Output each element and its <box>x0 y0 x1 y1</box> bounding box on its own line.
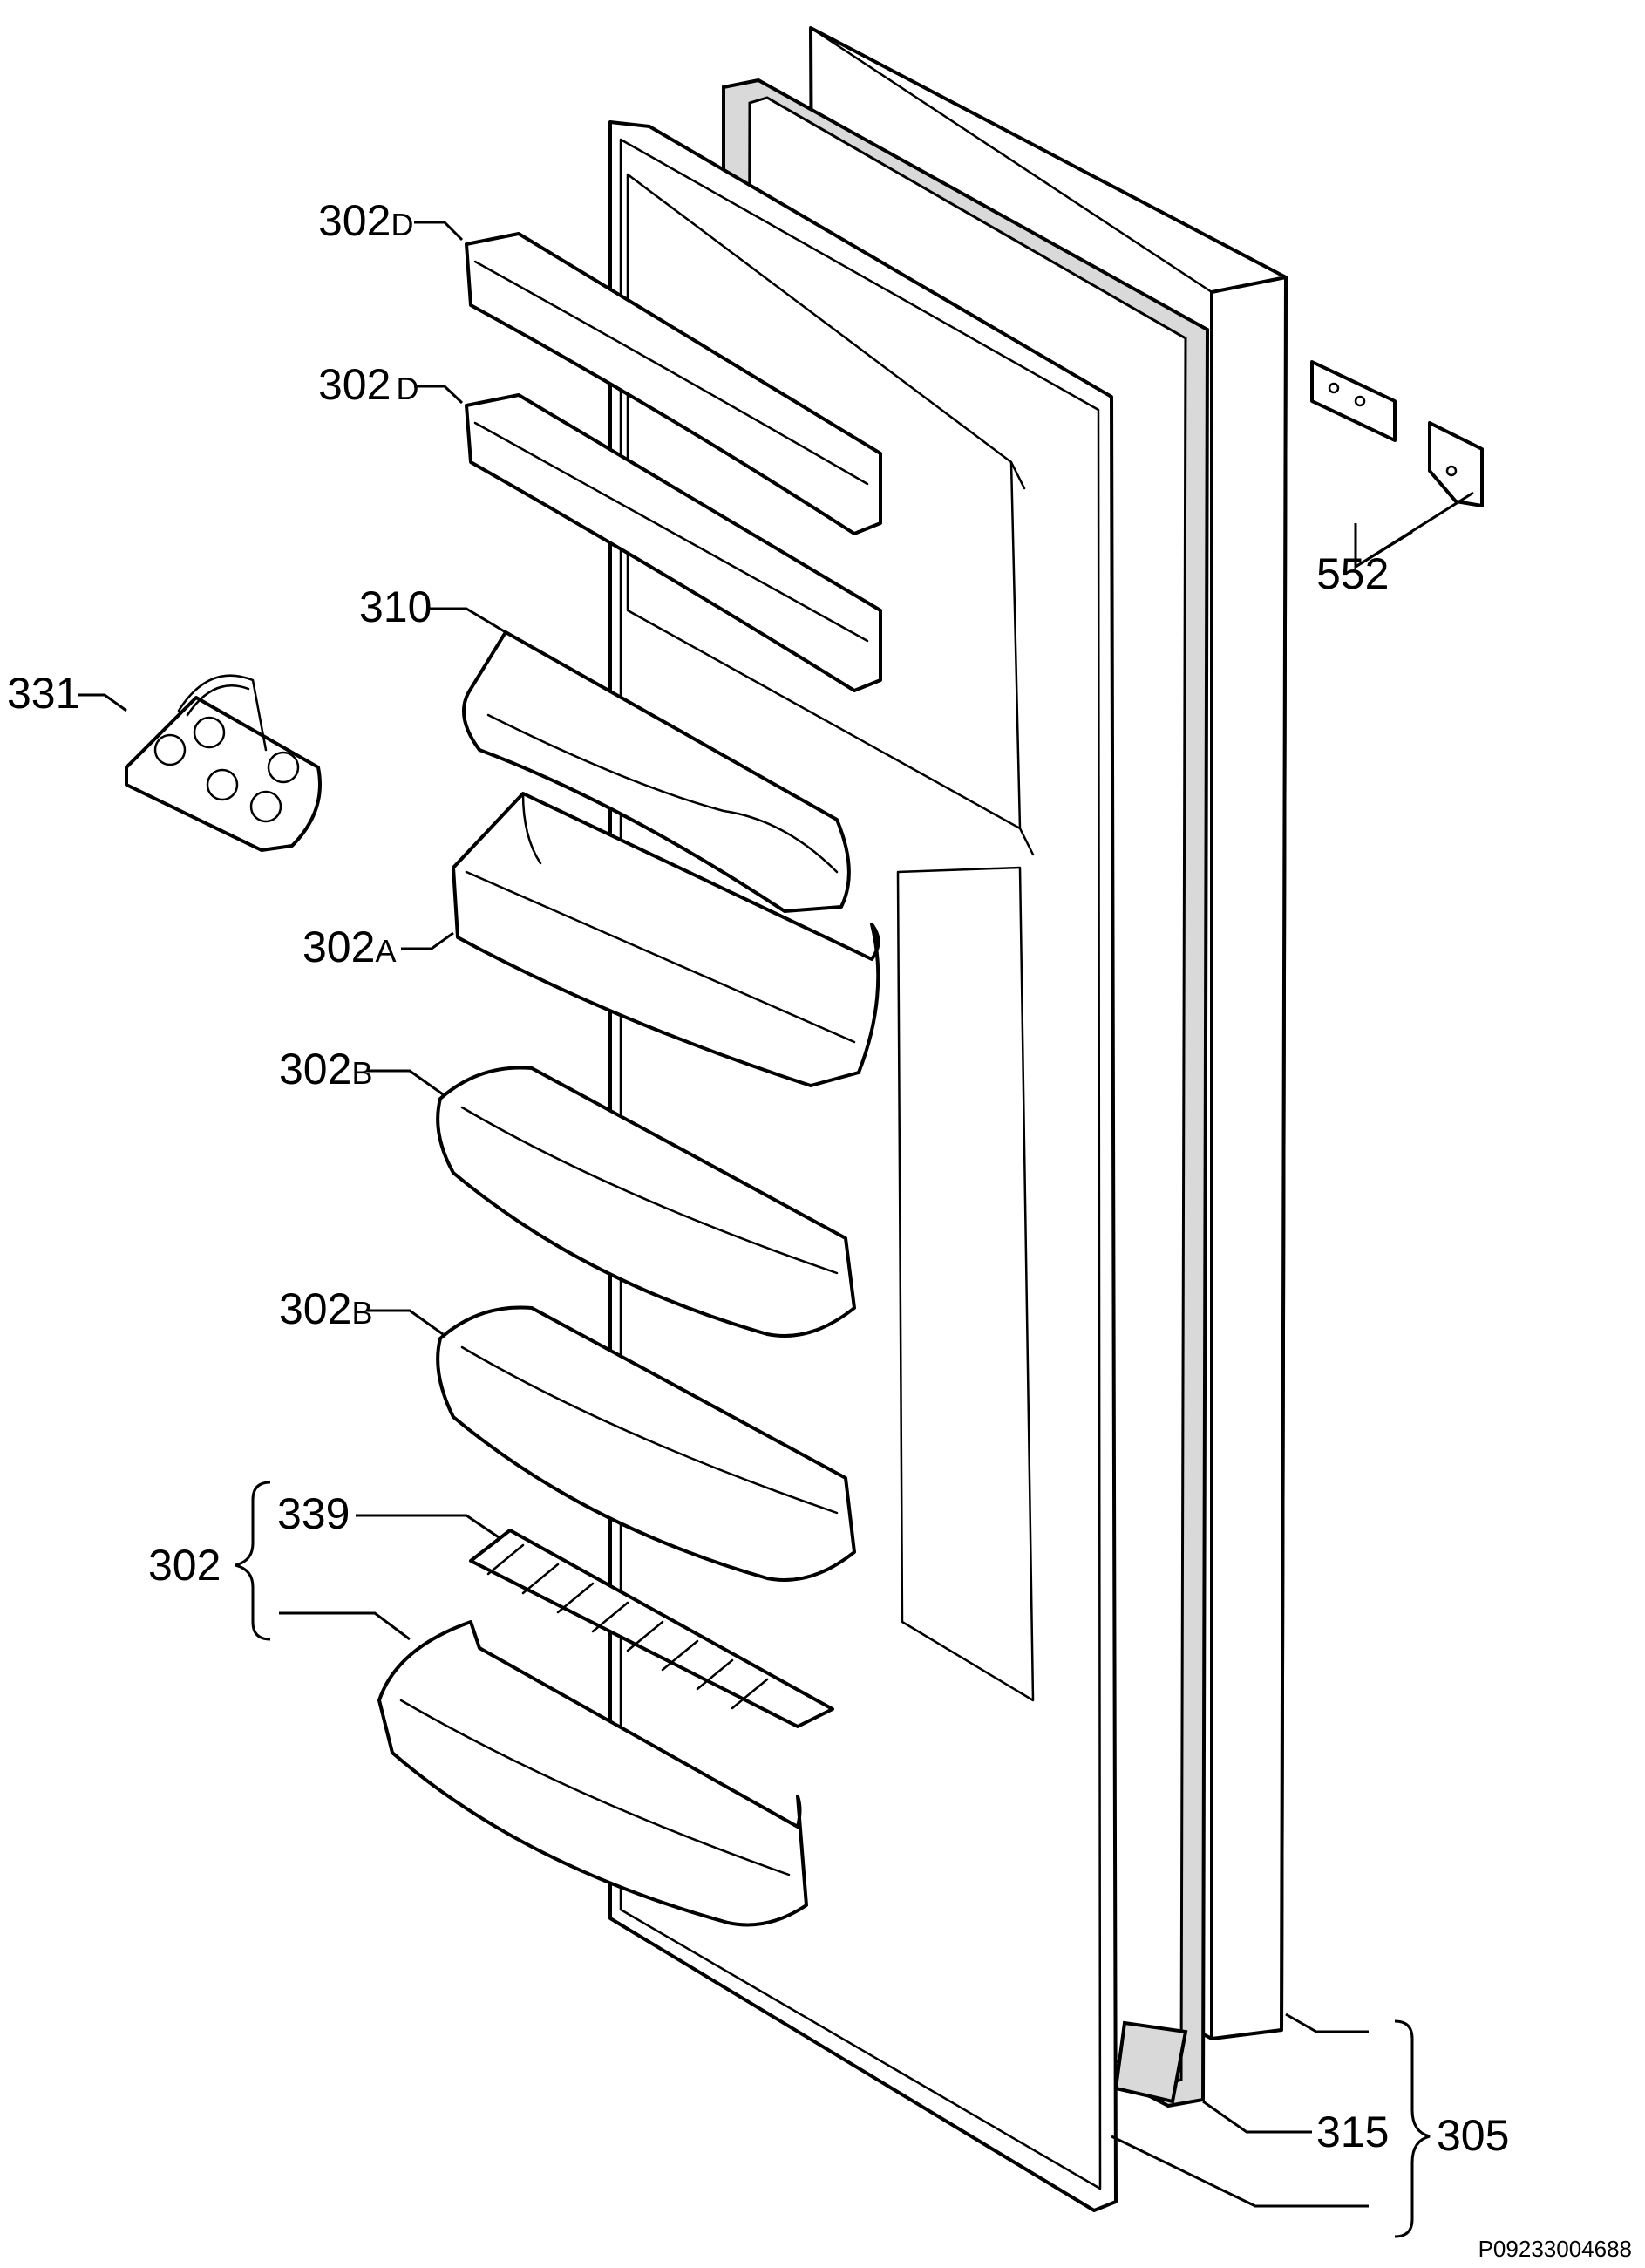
brace-302 <box>235 1481 271 1641</box>
label-305: 305 <box>1437 2111 1509 2160</box>
hinge-brackets-552 <box>1310 360 1484 507</box>
label-302: 302 <box>148 1541 221 1590</box>
leader-lines <box>78 221 1474 2208</box>
door-shelf-302d-top <box>465 232 882 535</box>
bottle-shelf-302-bottom <box>377 1620 808 1927</box>
label-552: 552 <box>1316 549 1389 598</box>
label-310: 310 <box>359 582 432 631</box>
door-shelf-302a <box>452 792 880 1087</box>
label-302a: 302A <box>302 923 396 971</box>
label-302b-second: 302B <box>279 1284 372 1333</box>
door-shelf-302b-first <box>436 1066 856 1338</box>
label-302d-top: 302D <box>318 196 413 245</box>
door-shelf-302b-second <box>436 1305 856 1582</box>
bottle-rack-insert-339 <box>469 1529 834 1728</box>
label-339: 339 <box>277 1489 350 1538</box>
footer-code: P09233004688 <box>1478 2236 1632 2262</box>
label-331: 331 <box>7 669 79 718</box>
label-315: 315 <box>1316 2108 1389 2156</box>
door-shelf-302d-second <box>465 393 882 692</box>
brace-305 <box>1394 2019 1431 2238</box>
label-302b-first: 302B <box>279 1045 372 1093</box>
dairy-compartment-310 <box>462 630 851 913</box>
egg-tray-331 <box>125 674 322 852</box>
